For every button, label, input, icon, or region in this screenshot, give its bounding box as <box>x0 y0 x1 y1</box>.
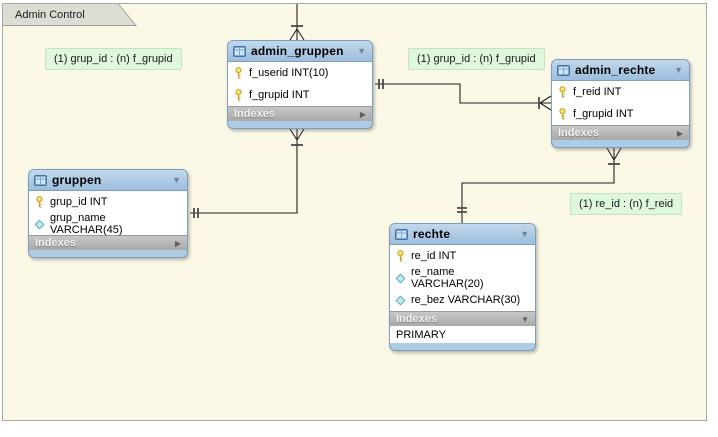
column-text: f_reid INT <box>573 86 622 98</box>
column-row[interactable]: re_name VARCHAR(20) <box>390 266 535 290</box>
column-row[interactable]: re_id INT <box>390 245 535 267</box>
connector-rechte-admin-rechte <box>461 160 615 223</box>
table-icon <box>395 228 408 240</box>
diamond-icon <box>34 219 45 229</box>
crowfoot-admin-gruppen-top-icon <box>289 28 305 41</box>
table-icon <box>34 174 47 186</box>
table-header[interactable]: admin_gruppen ▼ <box>228 41 372 62</box>
indexes-label: Indexes <box>35 237 76 249</box>
column-row[interactable]: grup_id INT <box>29 191 187 213</box>
table-rechte[interactable]: rechte ▼ re_id INT re_name VARCHAR(20) r… <box>389 223 536 351</box>
table-title: admin_rechte <box>575 63 656 77</box>
column-row[interactable]: f_grupid INT <box>228 84 372 106</box>
column-text: f_grupid INT <box>573 108 634 120</box>
relationship-label[interactable]: (1) grup_id : (n) f_grupid <box>408 48 545 70</box>
table-footer <box>228 121 372 128</box>
expand-arrow-icon[interactable]: ▶ <box>174 238 181 248</box>
key-icon <box>233 67 244 79</box>
diagram-canvas[interactable]: Admin Control <box>2 3 707 421</box>
column-row[interactable]: grup_name VARCHAR(45) <box>29 212 187 236</box>
table-footer <box>29 250 187 257</box>
indexes-label: Indexes <box>558 127 599 139</box>
table-title: rechte <box>413 227 451 241</box>
diamond-icon <box>395 273 406 283</box>
expand-arrow-icon[interactable]: ▼ <box>521 314 529 324</box>
table-header[interactable]: gruppen ▼ <box>29 170 187 191</box>
collapse-arrow-icon[interactable]: ▼ <box>357 45 366 56</box>
indexes-bar[interactable]: Indexes ▶ <box>29 235 187 250</box>
diagram-tab[interactable]: Admin Control <box>3 4 137 26</box>
indexes-label: Indexes <box>234 108 275 120</box>
relationship-connectors[interactable] <box>3 4 708 422</box>
table-icon <box>233 45 246 57</box>
column-text: f_userid INT(10) <box>249 67 329 79</box>
column-text: grup_id INT <box>50 196 108 208</box>
key-icon <box>233 89 244 101</box>
key-icon <box>557 108 568 120</box>
crowfoot-admin-rechte-bottom-icon <box>606 147 622 161</box>
expand-arrow-icon[interactable]: ▶ <box>359 109 366 119</box>
relationship-label-text: (1) re_id : (n) f_reid <box>579 198 674 210</box>
table-admin-rechte[interactable]: admin_rechte ▼ f_reid INT f_grupid INT I… <box>551 59 690 148</box>
column-text: re_id INT <box>411 250 457 262</box>
relationship-label[interactable]: (1) grup_id : (n) f_grupid <box>45 48 182 70</box>
column-row[interactable]: f_userid INT(10) <box>228 62 372 84</box>
relationship-label-text: (1) grup_id : (n) f_grupid <box>417 53 536 65</box>
connector-admin-gruppen-admin-rechte <box>375 83 551 104</box>
relationship-label-text: (1) grup_id : (n) f_grupid <box>54 53 173 65</box>
key-icon <box>557 86 568 98</box>
expand-arrow-icon[interactable]: ▶ <box>676 128 683 138</box>
table-admin-gruppen[interactable]: admin_gruppen ▼ f_userid INT(10) f_grupi… <box>227 40 373 129</box>
table-header[interactable]: admin_rechte ▼ <box>552 60 689 81</box>
column-text: re_name VARCHAR(20) <box>411 266 484 290</box>
key-icon <box>34 196 45 208</box>
crowfoot-admin-gruppen-bottom-icon <box>289 128 305 141</box>
column-row[interactable]: re_bez VARCHAR(30) <box>390 289 535 311</box>
column-text: re_bez VARCHAR(30) <box>411 294 521 306</box>
indexes-bar[interactable]: Indexes ▶ <box>552 125 689 140</box>
column-row[interactable]: f_grupid INT <box>552 103 689 125</box>
collapse-arrow-icon[interactable]: ▼ <box>674 64 683 75</box>
crowfoot-admin-rechte-left-icon <box>539 95 552 111</box>
key-icon <box>395 250 406 262</box>
table-title: admin_gruppen <box>251 44 344 58</box>
diamond-icon <box>395 295 406 305</box>
index-name: PRIMARY <box>396 328 446 341</box>
connector-gruppen-admin-gruppen <box>190 140 298 214</box>
double-tick-rechte-top-icon <box>457 207 467 213</box>
relationship-label[interactable]: (1) re_id : (n) f_reid <box>570 193 683 215</box>
double-tick-gruppen-icon <box>193 208 199 218</box>
table-footer <box>390 343 535 350</box>
table-footer <box>552 140 689 147</box>
table-icon <box>557 64 570 76</box>
table-header[interactable]: rechte ▼ <box>390 224 535 245</box>
indexes-bar[interactable]: Indexes ▶ <box>228 106 372 121</box>
tab-label: Admin Control <box>15 8 85 21</box>
collapse-arrow-icon[interactable]: ▼ <box>520 228 529 239</box>
table-gruppen[interactable]: gruppen ▼ grup_id INT grup_name VARCHAR(… <box>28 169 188 258</box>
indexes-label: Indexes <box>396 313 437 325</box>
index-row[interactable]: PRIMARY <box>390 326 535 343</box>
column-text: grup_name VARCHAR(45) <box>50 212 123 236</box>
double-tick-admin-gruppen-right-icon <box>378 79 384 89</box>
collapse-arrow-icon[interactable]: ▼ <box>172 174 181 185</box>
column-row[interactable]: f_reid INT <box>552 81 689 103</box>
table-title: gruppen <box>52 173 102 187</box>
indexes-bar[interactable]: Indexes ▼ <box>390 311 535 326</box>
column-text: f_grupid INT <box>249 89 310 101</box>
